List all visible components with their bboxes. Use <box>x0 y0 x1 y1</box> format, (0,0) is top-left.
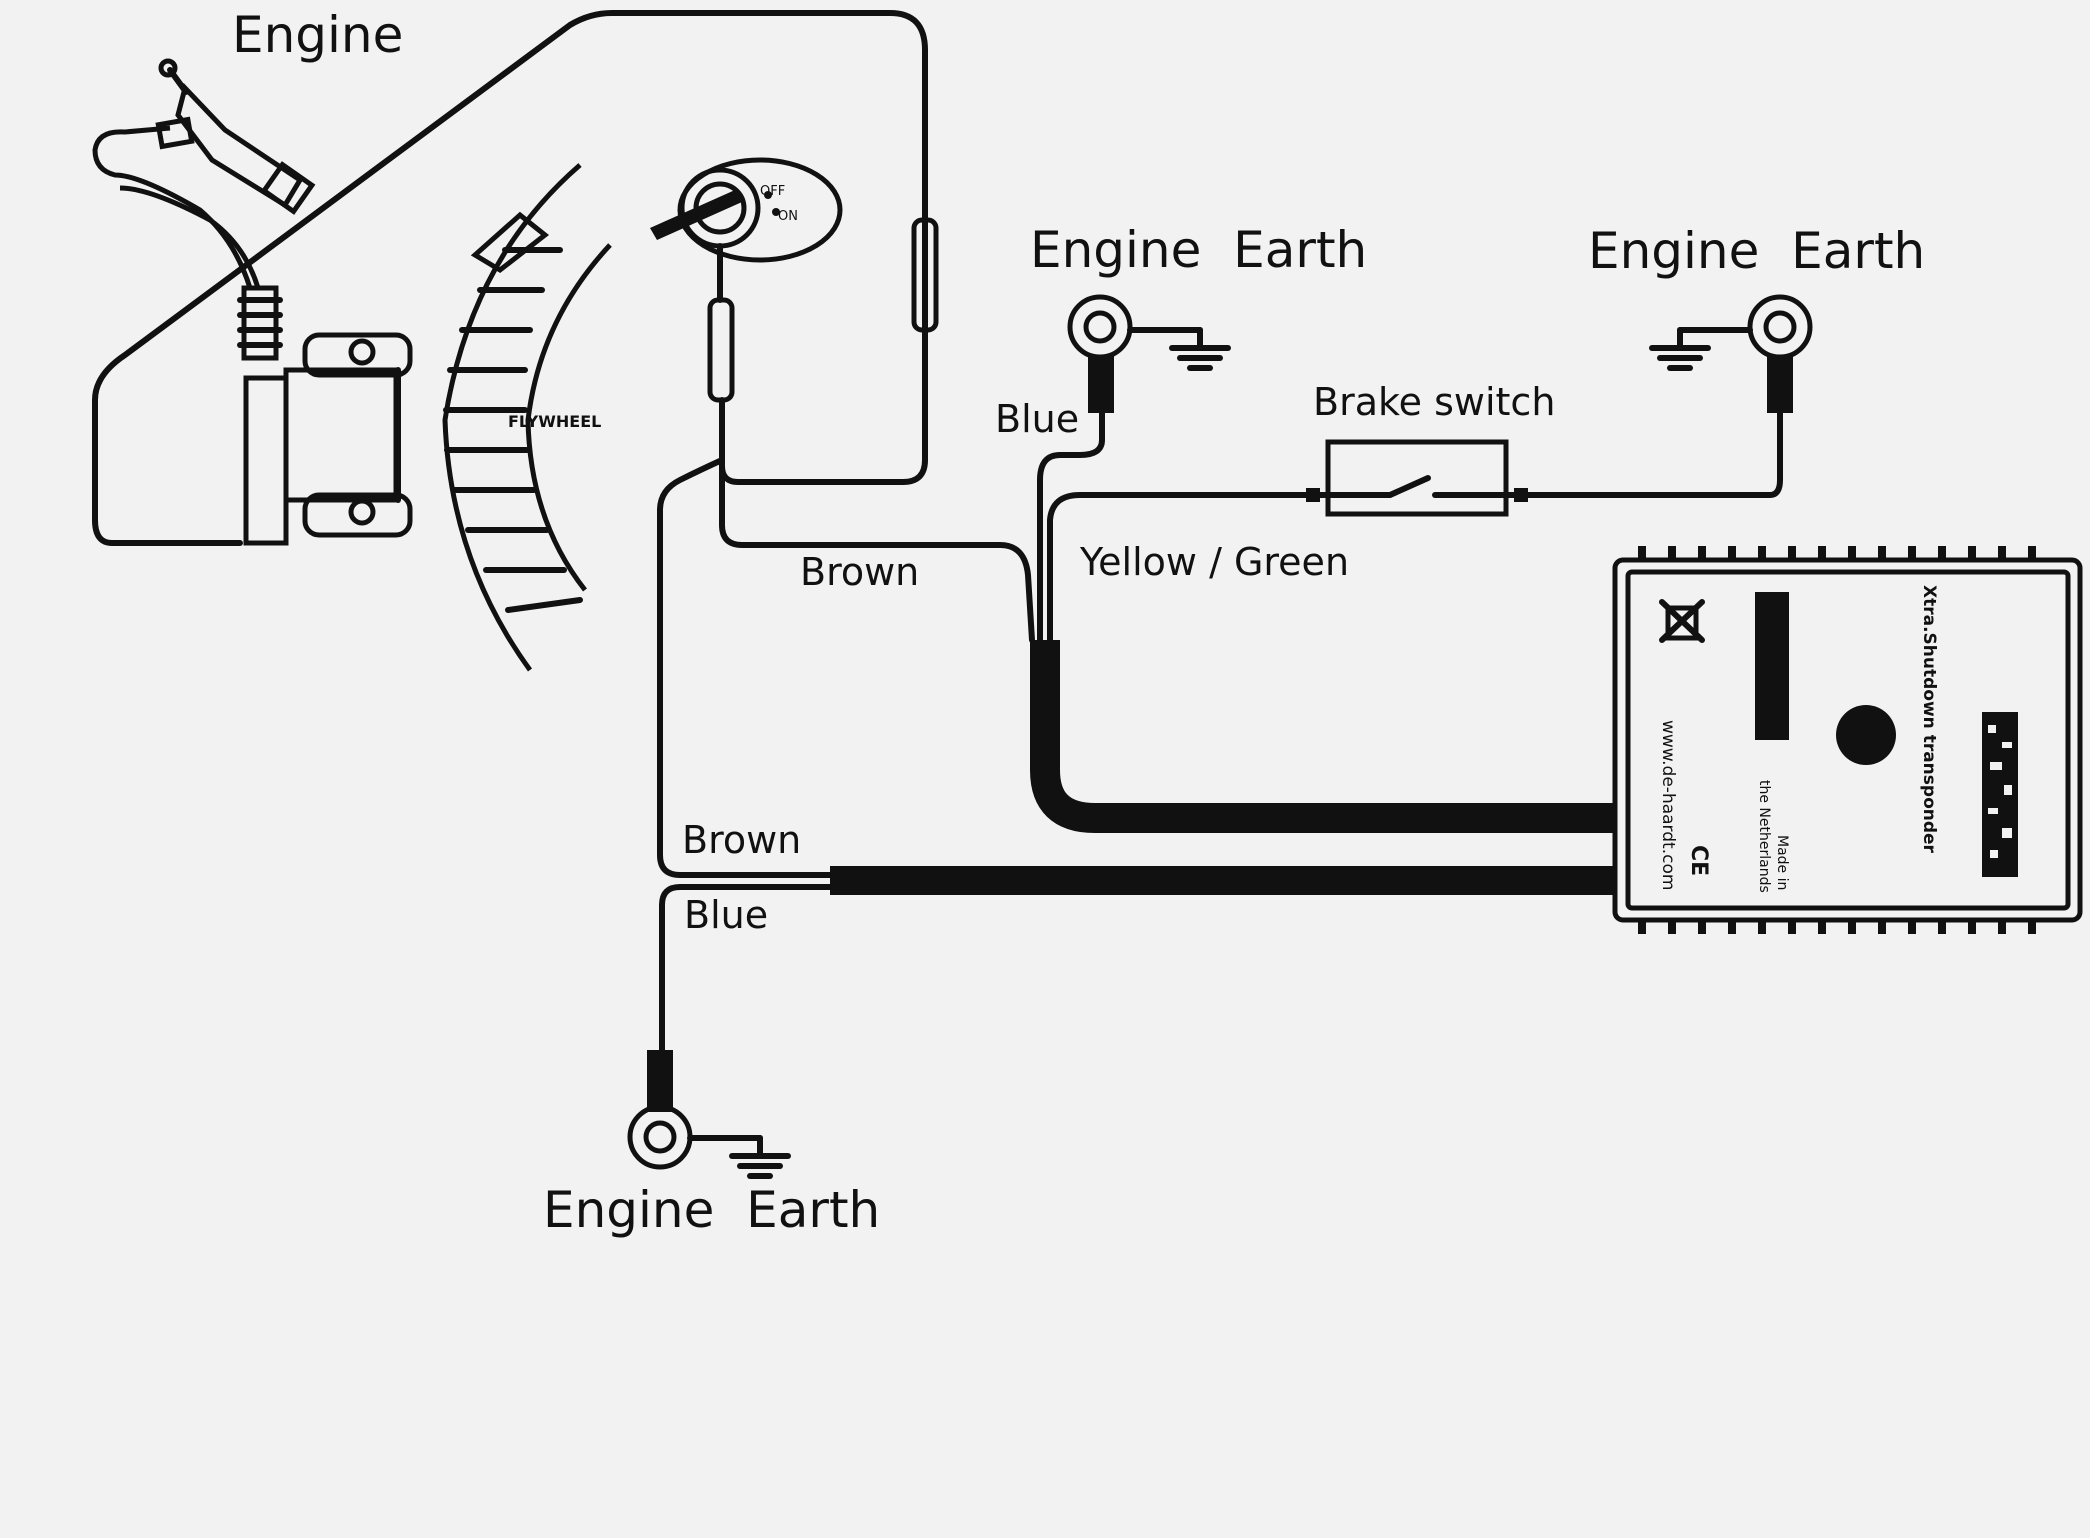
brown-wire-label-bottom: Brown <box>682 818 801 862</box>
engine-outline <box>92 10 928 546</box>
module-made-in-line2: the Netherlands <box>1756 780 1772 893</box>
module-led <box>1836 705 1896 765</box>
earth-label-top-left: Engine Earth <box>1030 221 1367 279</box>
blue-wire-label-bottom: Blue <box>684 893 768 937</box>
ignition-switch: OFF ON <box>650 157 843 263</box>
ring-terminal-icon <box>1067 294 1133 360</box>
ignition-on-label: ON <box>778 209 798 224</box>
engine-earth-terminal-top-left <box>1067 294 1231 413</box>
module-made-in-line1: Made in <box>1774 835 1790 890</box>
transponder-module: Xtra.Shutdown transponder www.de-haardt.… <box>1612 546 2083 934</box>
main-harness-upper <box>1030 640 1615 833</box>
ground-symbol-icon <box>687 1135 791 1179</box>
flywheel <box>442 163 612 672</box>
spark-plug-lead <box>92 58 316 361</box>
ignition-off-label: OFF <box>760 184 785 199</box>
ring-terminal-icon <box>627 1104 693 1170</box>
connector-right <box>911 217 939 333</box>
module-product-name: Xtra.Shutdown transponder <box>1919 585 1939 854</box>
main-harness-lower <box>830 866 1615 895</box>
flywheel-label: FLYWHEEL <box>508 412 601 431</box>
engine-earth-terminal-bottom <box>627 1050 791 1179</box>
brake-switch <box>1302 439 1538 517</box>
ground-symbol-icon <box>1649 327 1753 371</box>
ignition-coil <box>243 332 413 546</box>
module-website: www.de-haardt.com <box>1658 720 1678 890</box>
yellow-green-wire-label: Yellow / Green <box>1079 540 1349 584</box>
brand-logo <box>1982 712 2018 877</box>
engine-earth-terminal-top-right <box>1649 294 1813 413</box>
earth-label-bottom: Engine Earth <box>543 1181 880 1239</box>
brake-switch-label: Brake switch <box>1313 380 1555 424</box>
ground-symbol-icon <box>1127 327 1231 371</box>
earth-label-top-right: Engine Earth <box>1588 222 1925 280</box>
module-label-bar <box>1755 592 1789 740</box>
engine-label: Engine <box>232 6 403 64</box>
ring-terminal-icon <box>1747 294 1813 360</box>
module-ce-mark: CE <box>1686 845 1711 876</box>
ignition-key-icon <box>650 190 742 240</box>
connector-left <box>707 297 735 403</box>
waste-bin-crossed-icon <box>1659 599 1705 643</box>
blue-wire-label-top: Blue <box>995 397 1079 441</box>
brown-wire-label-top: Brown <box>800 550 919 594</box>
